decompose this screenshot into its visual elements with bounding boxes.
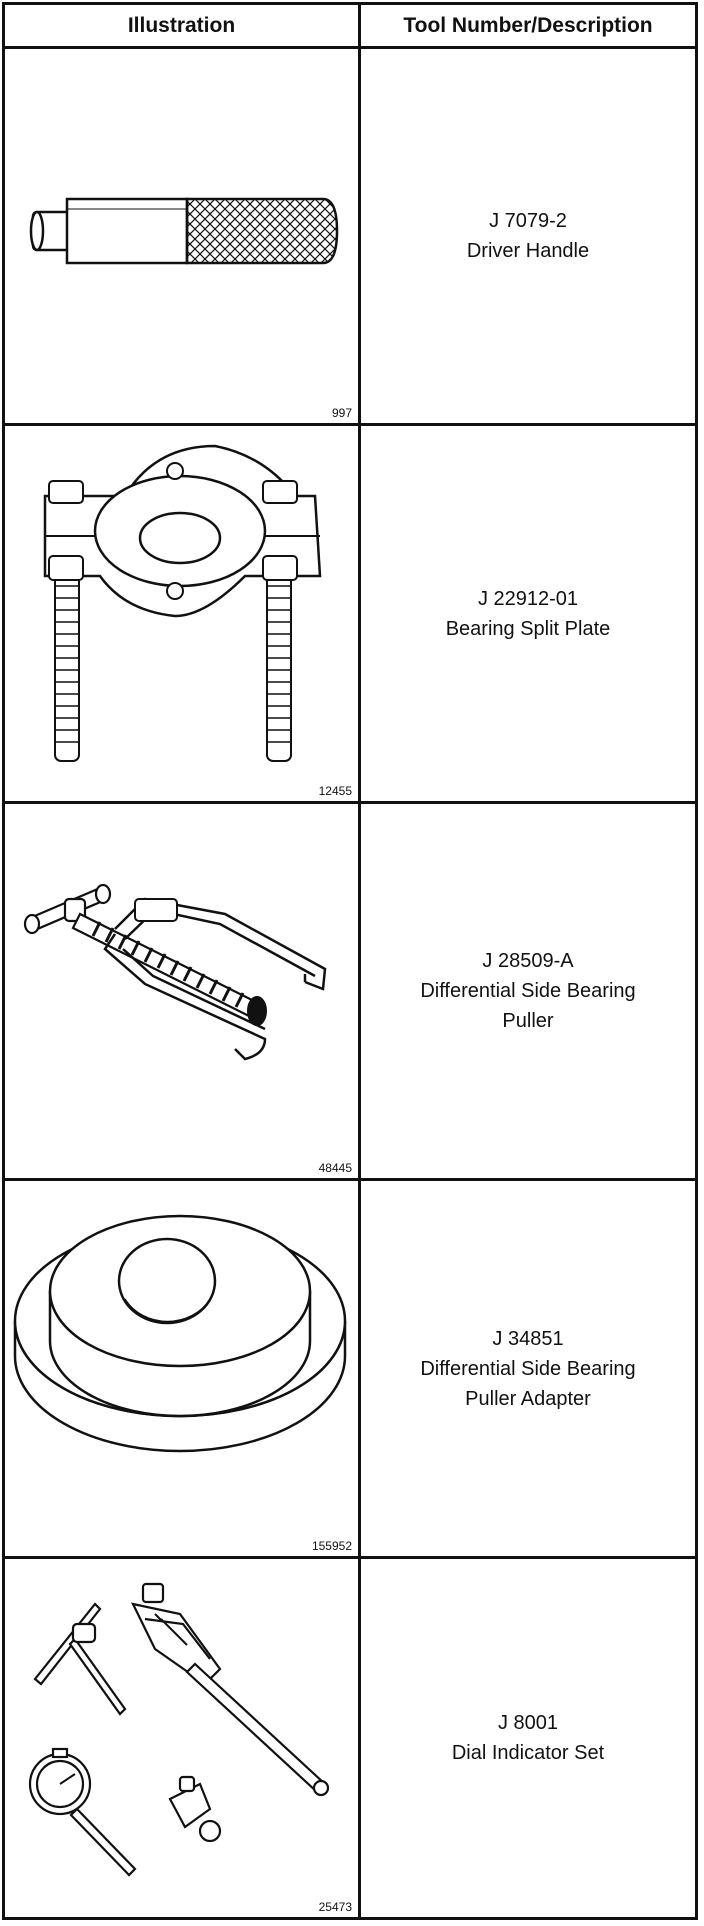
- tool-number: J 8001: [497, 1712, 559, 1734]
- illustration-cell: 997: [5, 49, 361, 423]
- figure-number: 48445: [318, 1161, 352, 1175]
- tool-name-line: Puller: [502, 1010, 554, 1032]
- tool-name-line: Bearing Split Plate: [445, 617, 611, 640]
- tool-description-cell: J 28509-A Differential Side Bearing Pull…: [361, 804, 695, 1178]
- illustration-cell: 155952: [5, 1181, 361, 1556]
- dial-indicator-set-icon: [28, 1582, 330, 1877]
- figure-number: 12455: [318, 784, 352, 798]
- header-illustration: Illustration: [5, 5, 361, 49]
- tool-name-line: Differential Side Bearing: [420, 980, 636, 1002]
- driver-handle-icon: [29, 197, 339, 265]
- tool-description-cell: J 34851 Differential Side Bearing Puller…: [361, 1181, 695, 1556]
- illustration-cell: 12455: [5, 426, 361, 801]
- tool-name-line: Dial Indicator Set: [451, 1742, 605, 1764]
- bearing-split-plate-icon: [43, 444, 322, 762]
- table-row: 12455 J 22912-01 Bearing Split Plate: [5, 426, 695, 804]
- table-row: 997 J 7079-2 Driver Handle: [5, 49, 695, 426]
- table-row: 25473 J 8001 Dial Indicator Set: [5, 1559, 695, 1917]
- table-row: 48445 J 28509-A Differential Side Bearin…: [5, 804, 695, 1181]
- tool-number: J 7079-2: [489, 210, 567, 232]
- tool-name-line: Differential Side Bearing: [420, 1357, 636, 1380]
- tool-number: J 28509-A: [482, 950, 574, 972]
- tool-name-line: Driver Handle: [466, 240, 590, 262]
- table-row: 155952 J 34851 Differential Side Bearing…: [5, 1181, 695, 1559]
- figure-number: 25473: [318, 1900, 352, 1914]
- figure-number: 155952: [311, 1539, 352, 1553]
- tool-number: J 22912-01: [477, 587, 579, 610]
- figure-number: 997: [331, 406, 352, 420]
- header-tool-description: Tool Number/Description: [361, 5, 695, 49]
- tool-description-cell: J 22912-01 Bearing Split Plate: [361, 426, 695, 801]
- tool-name-line: Puller Adapter: [465, 1387, 591, 1410]
- illustration-cell: 48445: [5, 804, 361, 1178]
- tool-number: J 34851: [492, 1327, 564, 1350]
- tool-description-cell: J 7079-2 Driver Handle: [361, 49, 695, 423]
- illustration-cell: 25473: [5, 1559, 361, 1917]
- side-bearing-puller-icon: [23, 883, 327, 1061]
- puller-adapter-icon: [13, 1214, 347, 1453]
- tool-description-cell: J 8001 Dial Indicator Set: [361, 1559, 695, 1917]
